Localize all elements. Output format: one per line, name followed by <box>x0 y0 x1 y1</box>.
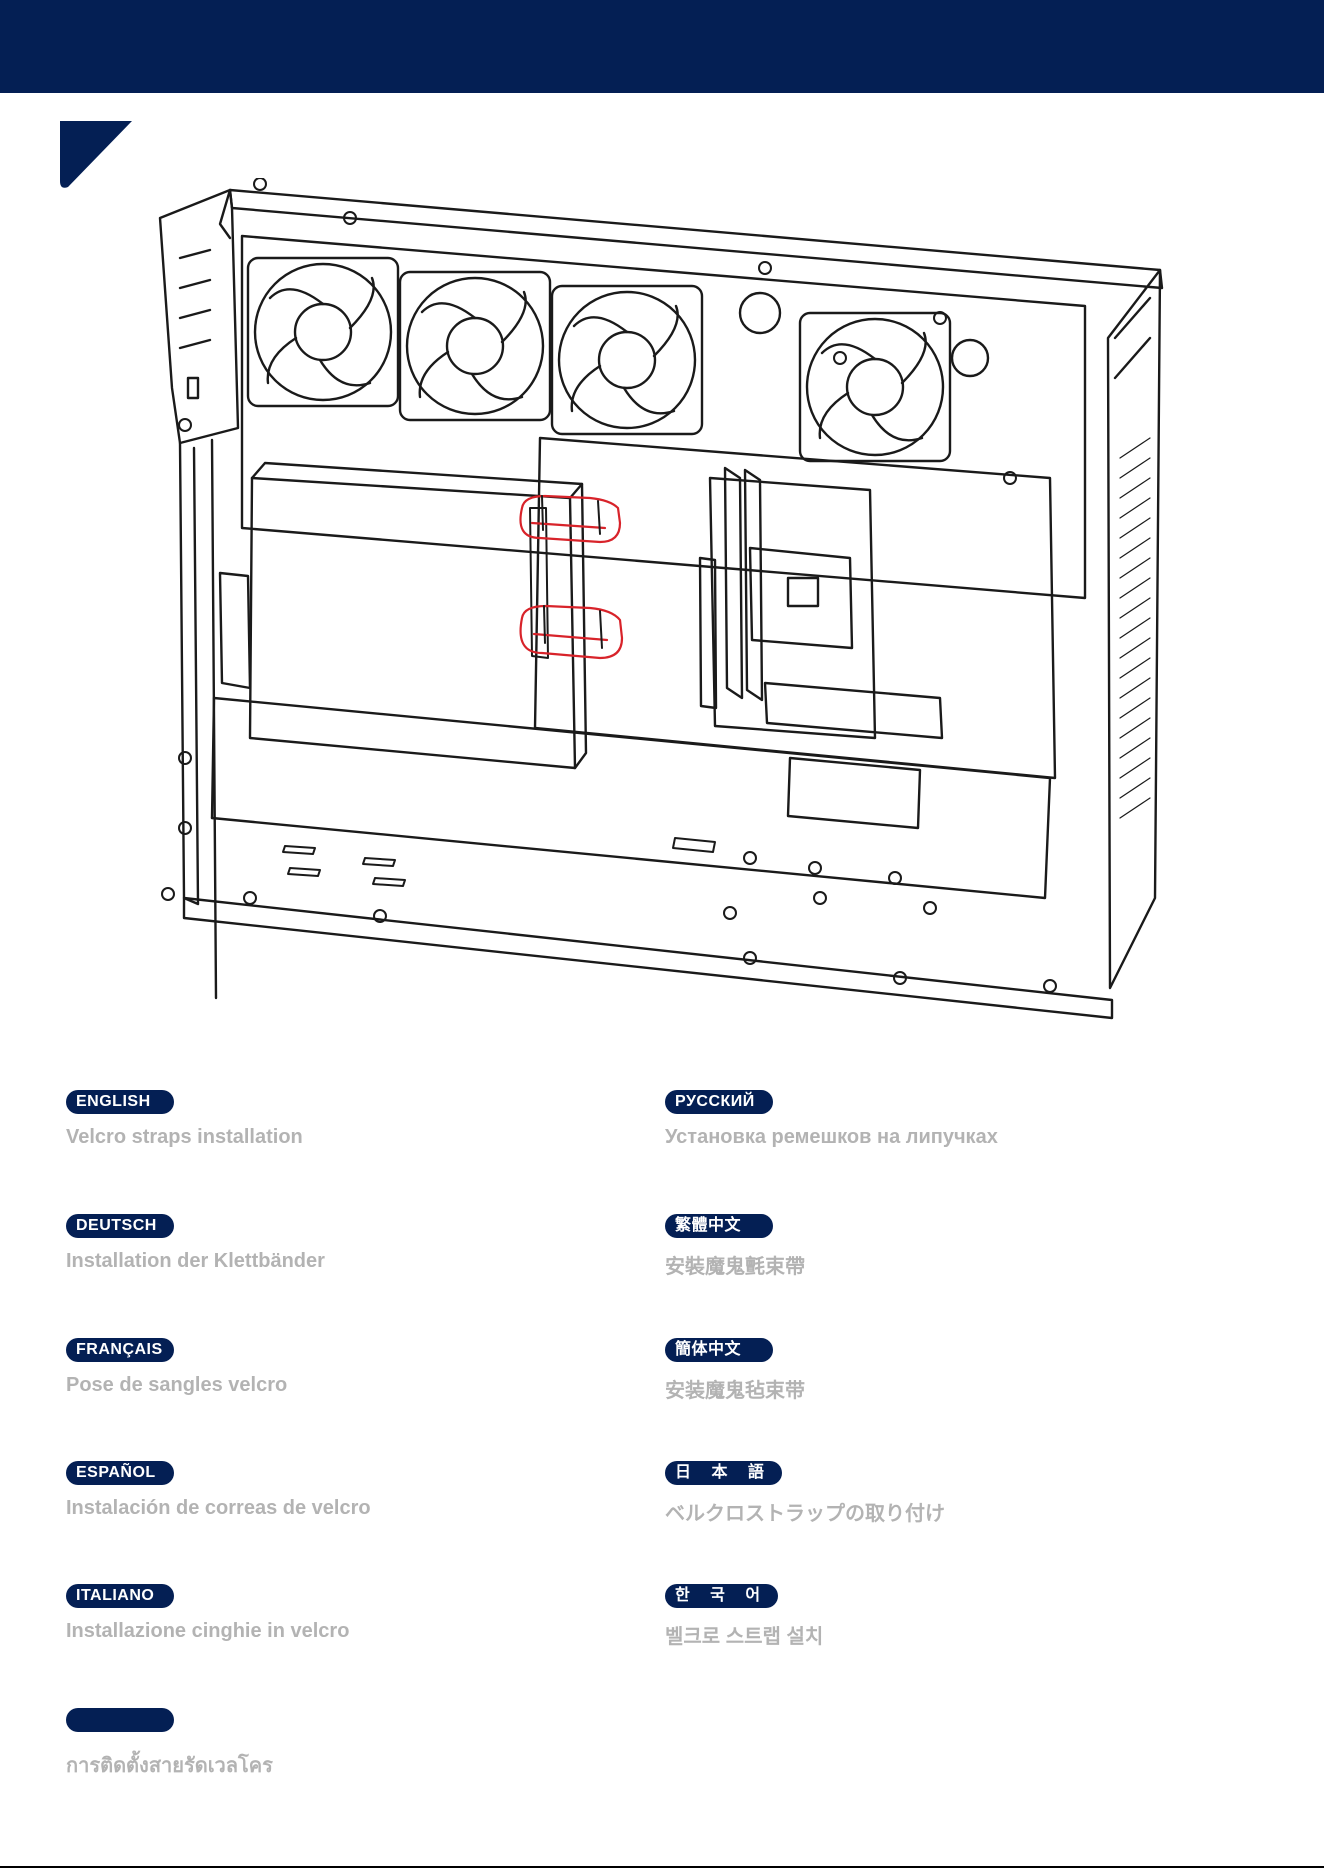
lang-block-russian: РУССКИЙ Установка ремешков на липучках <box>665 1090 1265 1170</box>
header-bar <box>0 0 1324 93</box>
lang-caption: Pose de sangles velcro <box>66 1374 288 1396</box>
lang-block-japanese: 日 本 語 ベルクロストラップの取り付け <box>665 1461 1265 1541</box>
lang-badge: 한 국 어 <box>665 1584 779 1608</box>
lang-block-simplified-chinese: 簡体中文 安装魔鬼毡束带 <box>665 1338 1265 1418</box>
lang-caption: 벨크로 스트랩 설치 <box>665 1626 824 1648</box>
fan-2 <box>398 270 552 422</box>
lang-caption: Instalación de correas de velcro <box>66 1497 371 1519</box>
lang-badge: 簡体中文 <box>665 1338 773 1362</box>
lang-badge: ESPAÑOL <box>66 1461 174 1485</box>
lang-block-traditional-chinese: 繁體中文 安裝魔鬼氈束帶 <box>665 1214 1265 1294</box>
velcro-strap-upper <box>519 494 622 544</box>
lang-block-english: ENGLISH Velcro straps installation <box>66 1090 666 1170</box>
fan-4 <box>798 311 952 463</box>
lang-badge: 繁體中文 <box>665 1214 773 1238</box>
lang-badge: FRANÇAIS <box>66 1338 174 1362</box>
lang-caption: Installation der Klettbänder <box>66 1250 325 1272</box>
fan-3 <box>550 284 704 436</box>
lang-badge: DEUTSCH <box>66 1214 174 1238</box>
lang-badge: РУССКИЙ <box>665 1090 773 1114</box>
lang-caption: ベルクロストラップの取り付け <box>665 1503 945 1525</box>
lang-block-korean: 한 국 어 벨크로 스트랩 설치 <box>665 1584 1265 1664</box>
lang-caption: การติดตั้งสายรัดเวลโคร <box>66 1755 273 1777</box>
lang-badge: ENGLISH <box>66 1090 174 1114</box>
lang-block-thai: การติดตั้งสายรัดเวลโคร <box>66 1708 666 1788</box>
lang-caption: 安装魔鬼毡束带 <box>665 1380 805 1402</box>
lang-badge <box>66 1708 174 1732</box>
case-illustration <box>158 178 1164 1020</box>
velcro-strap-lower <box>519 604 624 660</box>
lang-block-francais: FRANÇAIS Pose de sangles velcro <box>66 1338 666 1418</box>
step-marker <box>60 121 132 188</box>
lang-badge: 日 本 語 <box>665 1461 782 1485</box>
lang-caption: Установка ремешков на липучках <box>665 1126 998 1148</box>
lang-block-espanol: ESPAÑOL Instalación de correas de velcro <box>66 1461 666 1541</box>
lang-caption: Velcro straps installation <box>66 1126 303 1148</box>
footer-rule <box>0 1866 1324 1868</box>
lang-caption: 安裝魔鬼氈束帶 <box>665 1256 805 1278</box>
lang-badge: ITALIANO <box>66 1584 174 1608</box>
lang-caption: Installazione cinghie in velcro <box>66 1620 350 1642</box>
lang-block-deutsch: DEUTSCH Installation der Klettbänder <box>66 1214 666 1294</box>
lang-block-italiano: ITALIANO Installazione cinghie in velcro <box>66 1584 666 1664</box>
fan-1 <box>246 256 400 408</box>
